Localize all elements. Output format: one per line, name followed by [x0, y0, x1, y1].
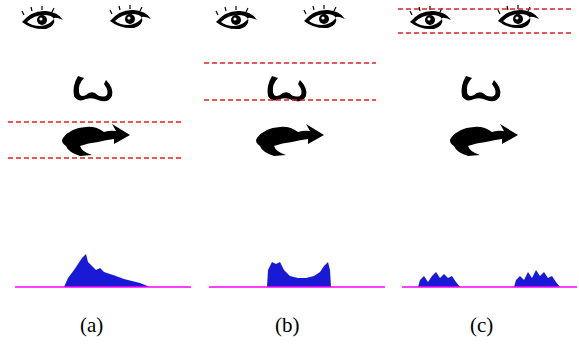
panel-label: (a): [80, 314, 103, 337]
face-features: [216, 5, 345, 156]
panel-label: (c): [470, 314, 493, 337]
panel-label: (b): [275, 314, 300, 337]
face-features: [410, 5, 539, 156]
face-features: [22, 5, 151, 156]
histogram-baseline: [15, 286, 577, 288]
projection-histogram: [64, 254, 560, 287]
band-lines: [8, 9, 572, 158]
